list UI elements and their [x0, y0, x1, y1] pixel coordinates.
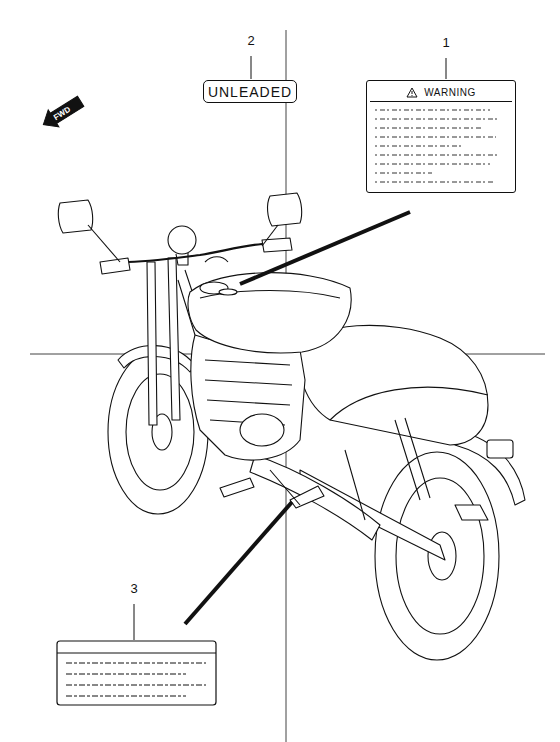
warning-title: WARNING [424, 87, 475, 98]
callout-number: 1 [440, 35, 451, 50]
text-placeholder [66, 696, 186, 697]
info-label [57, 641, 216, 705]
motorcycle [58, 193, 525, 660]
warning-body [372, 105, 512, 190]
text-placeholder [66, 685, 206, 686]
warning-header: WARNING [370, 83, 512, 102]
warning-triangle [406, 87, 418, 98]
text-placeholder [66, 663, 206, 664]
pointer-line [185, 502, 292, 624]
pointer-line [240, 212, 410, 284]
leader-line [134, 604, 135, 640]
callout-number: 2 [245, 33, 256, 48]
warning-label: WARNING [366, 80, 516, 193]
forward-arrow [38, 93, 86, 133]
leader-line [251, 56, 252, 79]
leader-line [446, 58, 447, 79]
callout-number: 3 [128, 581, 139, 596]
label-text: UNLEADED [208, 84, 292, 100]
fuel-label: UNLEADED [203, 80, 297, 103]
text-placeholder [66, 674, 186, 675]
